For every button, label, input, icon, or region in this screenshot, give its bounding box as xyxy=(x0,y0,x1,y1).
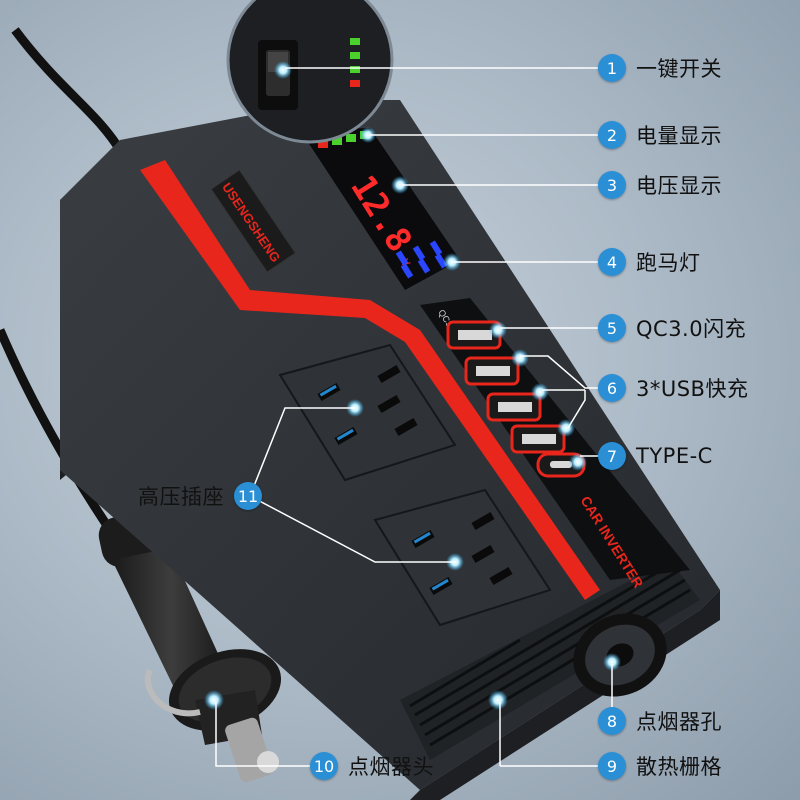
callout-label: 点烟器头 xyxy=(348,755,434,779)
callout-badge: 3 xyxy=(598,171,626,199)
callout-heat-vent: 9 散热栅格 xyxy=(598,749,722,783)
callout-badge: 4 xyxy=(598,248,626,276)
callout-cigarette-plug: 10 点烟器头 xyxy=(310,749,434,783)
callout-badge: 5 xyxy=(598,314,626,342)
callout-typec-port: 7 TYPE-C xyxy=(598,439,713,473)
callout-label: 电压显示 xyxy=(636,174,722,198)
callout-battery-display: 2 电量显示 xyxy=(598,118,722,152)
callout-label: 电量显示 xyxy=(636,124,722,148)
callout-label: 跑马灯 xyxy=(636,251,701,275)
callout-lines xyxy=(215,67,613,767)
callout-label: TYPE-C xyxy=(636,444,713,468)
cigarette-socket xyxy=(573,613,667,697)
callout-running-lights: 4 跑马灯 xyxy=(598,245,701,279)
callout-badge: 7 xyxy=(598,442,626,470)
usb-ports xyxy=(446,320,586,478)
callout-badge: 10 xyxy=(310,752,338,780)
running-lights xyxy=(395,240,448,279)
vent-pointer-dot xyxy=(488,690,508,710)
heat-vent-grille xyxy=(400,560,700,760)
power-cable xyxy=(11,27,124,153)
callout-label: 点烟器孔 xyxy=(636,710,722,734)
inverter-body: USENGSHENG 12.8 V xyxy=(60,100,720,800)
callout-label: QC3.0闪充 xyxy=(636,317,747,341)
callout-voltage-display: 3 电压显示 xyxy=(598,168,722,202)
callout-label: 高压插座 xyxy=(138,485,224,509)
callout-usb-ports: 6 3*USB快充 xyxy=(598,371,748,405)
callout-badge: 1 xyxy=(598,54,626,82)
ac-sockets xyxy=(278,343,552,627)
callout-label: 3*USB快充 xyxy=(636,377,749,401)
display-panel: 12.8 V xyxy=(300,127,461,290)
plug-pointer-dot xyxy=(204,690,224,710)
switch-detail-inset xyxy=(226,0,394,144)
callout-cigarette-socket: 8 点烟器孔 xyxy=(598,704,722,738)
callout-badge: 8 xyxy=(598,707,626,735)
callout-badge: 2 xyxy=(598,121,626,149)
callout-power-switch: 1 一键开关 xyxy=(598,51,722,85)
callout-badge: 6 xyxy=(598,374,626,402)
callout-badge: 11 xyxy=(234,482,262,510)
callout-label: 一键开关 xyxy=(636,57,722,81)
callout-badge: 9 xyxy=(598,752,626,780)
red-accent-stripe xyxy=(140,160,600,600)
callout-qc-port: 5 QC3.0闪充 xyxy=(598,311,746,345)
power-cable-lower xyxy=(0,328,114,533)
usb-port-panel: QC3.0 CAR INVER xyxy=(420,298,690,591)
callout-label: 散热栅格 xyxy=(636,755,722,779)
callout-ac-sockets: 高压插座 11 xyxy=(138,479,262,513)
